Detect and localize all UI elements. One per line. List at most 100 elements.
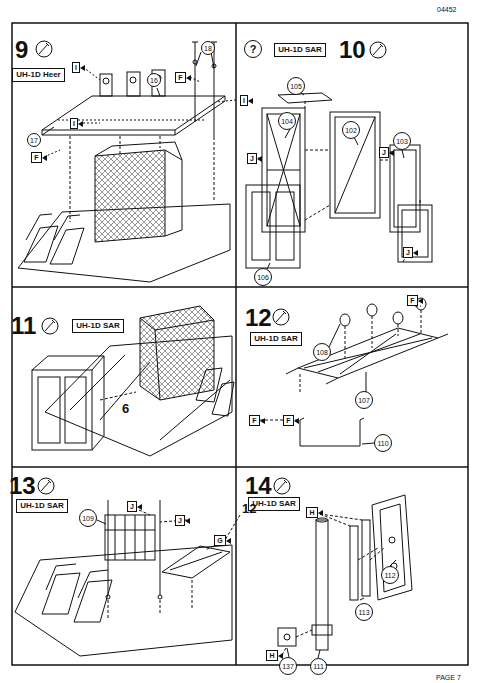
assembly-marker: H: [306, 507, 318, 518]
step-number: 11: [11, 312, 36, 340]
text: J: [406, 249, 410, 256]
wrench-icon: [36, 41, 386, 494]
text: UH-1D SAR: [20, 502, 64, 510]
text: 111: [313, 663, 324, 670]
text: 105: [290, 83, 302, 90]
assembly-marker: F: [283, 415, 294, 426]
part-reference: 6: [122, 401, 129, 416]
text: 12: [242, 501, 256, 516]
question-symbol: ?: [244, 40, 262, 58]
assembly-marker: J: [247, 153, 257, 164]
text: 113: [358, 609, 369, 616]
text: 13: [9, 472, 36, 499]
version-label: UH-1D SAR: [72, 319, 124, 333]
assembly-marker: J: [379, 147, 389, 158]
text: J: [250, 155, 254, 162]
assembly-marker: I: [70, 118, 78, 129]
assembly-marker: F: [407, 295, 418, 306]
page-number: PAGE 7: [436, 674, 461, 681]
text: 04452: [437, 6, 456, 13]
step-number: 9: [15, 36, 28, 64]
text: 112: [384, 572, 395, 579]
text: 17: [30, 137, 38, 144]
assembly-marker: F: [31, 152, 42, 163]
text: 137: [282, 663, 294, 670]
text: J: [130, 503, 134, 510]
text: F: [286, 417, 290, 424]
text: 12: [245, 304, 272, 331]
text: 11: [11, 312, 36, 339]
version-label: UH-1D SAR: [274, 43, 326, 57]
assembly-marker: G: [214, 535, 226, 546]
text: H: [309, 509, 314, 516]
text: 9: [15, 36, 28, 63]
text: F: [410, 297, 414, 304]
text: 110: [377, 440, 388, 447]
callout-number: 17: [27, 133, 41, 147]
callout-number: 102: [342, 121, 360, 139]
text: UH-1D SAR: [252, 500, 296, 508]
step-number: 14: [245, 472, 272, 500]
assembly-marker: J: [127, 501, 137, 512]
version-label: UH-1D SAR: [250, 332, 302, 346]
text: 102: [345, 127, 357, 134]
text: J: [178, 517, 182, 524]
callout-number: 108: [313, 343, 331, 361]
callout-number: 109: [79, 509, 97, 527]
callout-number: 105: [287, 77, 305, 95]
text: ?: [250, 44, 257, 55]
callout-number: 107: [355, 391, 373, 409]
text: G: [217, 537, 222, 544]
assembly-marker: I: [72, 62, 80, 73]
callout-number: 112: [381, 566, 399, 584]
callout-number: 18: [201, 41, 215, 55]
text: 10: [339, 36, 366, 63]
hoist-mount: [278, 495, 412, 658]
assembly-marker: H: [266, 650, 278, 661]
assembly-marker: I: [240, 95, 248, 106]
text: 104: [281, 118, 293, 125]
text: I: [243, 97, 245, 104]
step-number: 10: [339, 36, 366, 64]
text: UH-1D SAR: [254, 335, 298, 343]
text: I: [73, 120, 75, 127]
assembly-marker: J: [175, 515, 185, 526]
callout-number: 113: [355, 603, 373, 621]
assembly-marker: F: [249, 415, 260, 426]
assembly-marker: F: [175, 72, 186, 83]
stretcher: [260, 298, 448, 446]
callout-number: 16: [147, 73, 161, 87]
callout-number: 110: [374, 434, 392, 452]
version-label: UH-1D Heer: [12, 68, 65, 82]
text: 14: [245, 472, 272, 499]
callout-number: 137: [279, 657, 297, 675]
text: F: [34, 154, 38, 161]
text: 18: [204, 45, 212, 52]
assembly-marker: J: [403, 247, 413, 258]
text: 109: [82, 515, 94, 522]
text: F: [178, 74, 182, 81]
text: UH-1D SAR: [278, 46, 322, 54]
sar-panels: [246, 92, 432, 269]
step-number: 13: [9, 472, 36, 500]
floor-assembly: [32, 306, 234, 456]
version-label: UH-1D SAR: [16, 499, 68, 513]
text: F: [252, 417, 256, 424]
text: UH-1D Heer: [16, 71, 60, 79]
text: 103: [396, 138, 408, 145]
step-number: 12: [245, 304, 272, 332]
text: 106: [257, 274, 269, 281]
part-reference: 12: [242, 501, 256, 516]
callout-number: 111: [310, 658, 327, 675]
callout-number: 104: [278, 112, 296, 130]
text: 108: [316, 349, 328, 356]
text: I: [75, 64, 77, 71]
text: J: [382, 149, 386, 156]
text: 107: [358, 397, 370, 404]
text: UH-1D SAR: [76, 322, 120, 330]
callout-number: 106: [254, 268, 272, 286]
text: PAGE 7: [436, 674, 461, 681]
text: 16: [150, 77, 158, 84]
page-code: 04452: [437, 6, 456, 13]
floor-with-frame: [15, 500, 240, 656]
